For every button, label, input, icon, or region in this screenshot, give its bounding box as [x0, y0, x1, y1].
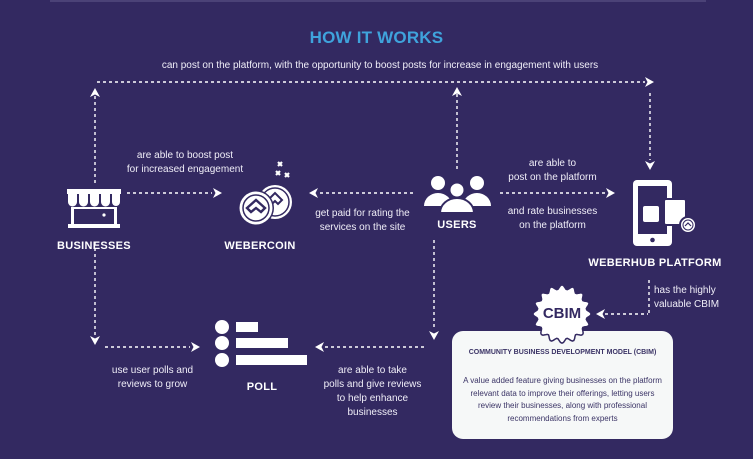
node-label-businesses: BUSINESSES — [57, 240, 131, 252]
caption-post-line1: are able to — [528, 158, 577, 169]
node-label-users: USERS — [437, 219, 477, 231]
caption-rate-line2: on the platform — [519, 220, 586, 231]
arrowhead-left-cbim — [596, 309, 605, 319]
arrowhead-right-poll — [191, 342, 200, 352]
caption-boost: are able to boost post for increased eng… — [100, 149, 270, 177]
cbim-card-title: COMMUNITY BUSINESS DEVELOPMENT MODEL (CB… — [468, 349, 657, 356]
caption-polls-line1: are able to take — [338, 365, 407, 376]
poll-bars-icon — [215, 320, 307, 367]
caption-rate: and rate businesses on the platform — [495, 205, 610, 233]
node-label-weberhub: WEBERHUB PLATFORM — [588, 257, 722, 269]
arrowhead-down-businesses — [90, 336, 100, 345]
caption-polls-line3: to help enhance — [336, 393, 409, 404]
cbim-card: COMMUNITY BUSINESS DEVELOPMENT MODEL (CB… — [452, 331, 673, 439]
coins-icon — [238, 161, 292, 226]
caption-grow-line2: reviews to grow — [117, 379, 188, 390]
caption-paid-line1: get paid for rating the — [315, 208, 410, 219]
arrowhead-down-platform — [645, 161, 655, 170]
caption-cbim-line2: valuable CBIM — [654, 299, 720, 310]
caption-paid: get paid for rating the services on the … — [300, 207, 425, 235]
arrowhead-up-left — [90, 88, 100, 97]
node-label-poll: POLL — [246, 381, 278, 393]
caption-grow: use user polls and reviews to grow — [95, 364, 210, 392]
caption-grow-line1: use user polls and — [111, 365, 194, 376]
caption-rate-line1: and rate businesses — [507, 206, 598, 217]
caption-boost-line1: are able to boost post — [136, 150, 234, 161]
node-label-webercoin: WEBERCOIN — [224, 240, 296, 252]
storefront-icon — [67, 189, 121, 228]
arrowhead-right-webercoin — [213, 188, 222, 198]
caption-paid-line2: services on the site — [319, 222, 406, 233]
arrowhead-right-platform — [606, 188, 615, 198]
caption-cbim-line1: has the highly — [654, 285, 716, 296]
arrowhead-down-users — [429, 331, 439, 340]
cbim-card-body: A value added feature giving businesses … — [463, 376, 662, 423]
caption-polls-line2: polls and give reviews — [323, 379, 422, 390]
caption-polls-line4: businesses — [347, 407, 398, 418]
arrowhead-left-poll — [315, 342, 324, 352]
cbim-badge-label: CBIM — [542, 305, 582, 322]
caption-post-line2: post on the platform — [508, 172, 597, 183]
caption-top: can post on the platform, with the oppor… — [161, 60, 599, 71]
arrowhead-left-webercoin — [309, 188, 318, 198]
users-group-icon — [424, 176, 491, 214]
arrowhead-up-users — [452, 87, 462, 96]
arrowhead-right-top — [645, 77, 654, 87]
caption-polls: are able to take polls and give reviews … — [310, 364, 435, 420]
top-divider — [50, 0, 706, 2]
mobile-platform-icon — [633, 180, 697, 246]
caption-cbim: has the highly valuable CBIM — [654, 284, 744, 312]
caption-boost-line2: for increased engagement — [126, 164, 244, 175]
page-title: HOW IT WORKS — [309, 28, 444, 47]
caption-post: are able to post on the platform — [495, 157, 610, 185]
